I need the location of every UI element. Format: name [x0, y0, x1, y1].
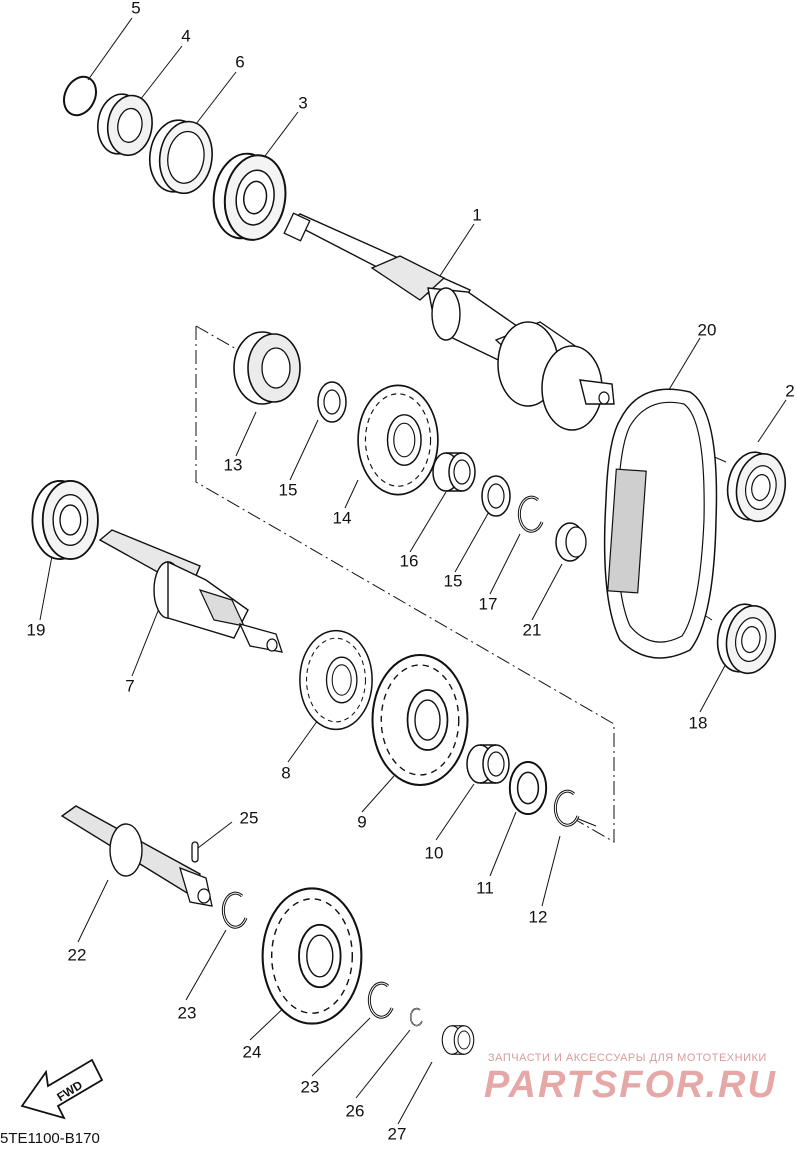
frame-top — [195, 325, 239, 351]
callout-22: 22 — [67, 945, 87, 965]
bearing-19 — [31, 479, 99, 561]
gear-24 — [261, 887, 363, 1025]
callout-1: 1 — [472, 205, 482, 225]
bearing-18 — [711, 599, 782, 679]
callout-16: 16 — [399, 551, 419, 571]
circlip-23b — [367, 981, 394, 1019]
shaft-22 — [60, 805, 213, 907]
assembly-frame — [195, 326, 615, 843]
gear-14 — [357, 384, 439, 496]
callout-2: 2 — [785, 381, 795, 401]
bearing-3 — [207, 148, 292, 245]
circlip-23a — [221, 891, 248, 929]
callout-7: 7 — [125, 676, 135, 696]
main-axle-shaft-1 — [283, 212, 615, 431]
watermark-brand: PARTSFOR.RU — [484, 1064, 777, 1106]
callout-18: 18 — [688, 713, 708, 733]
watermark-tagline: ЗАПЧАСТИ И АКСЕССУАРЫ ДЛЯ МОТОТЕХНИКИ — [488, 1052, 767, 1064]
bearing-2 — [721, 447, 792, 527]
gear-8 — [299, 629, 373, 731]
callout-20: 20 — [697, 320, 717, 340]
needle-bearing-10 — [466, 744, 510, 784]
circlip-17 — [517, 495, 544, 533]
callout-27: 27 — [387, 1124, 407, 1144]
washer-15b — [481, 475, 511, 517]
dog-clutch-13 — [233, 331, 301, 405]
needle-bearing-16 — [432, 452, 476, 492]
bearing-27 — [441, 1025, 475, 1055]
washer-15a — [317, 381, 347, 423]
callout-11: 11 — [476, 878, 494, 898]
drawing-code: 5TE1100-B170 — [0, 1130, 100, 1147]
callout-10: 10 — [424, 843, 444, 863]
circlip-26 — [409, 1007, 423, 1027]
callout-23b: 23 — [300, 1077, 320, 1097]
oil-seal-4 — [97, 93, 153, 157]
callout-15a: 15 — [278, 480, 298, 500]
callout-15b: 15 — [443, 571, 463, 591]
countershaft-7 — [98, 529, 283, 653]
gear-9 — [371, 654, 469, 786]
callout-13: 13 — [223, 455, 243, 475]
collar-6 — [148, 119, 213, 195]
callout-14: 14 — [332, 508, 352, 528]
callout-17: 17 — [478, 594, 498, 614]
callout-21: 21 — [522, 620, 542, 640]
callout-6: 6 — [235, 52, 245, 72]
collar-21 — [555, 522, 587, 562]
callout-9: 9 — [357, 812, 367, 832]
callout-8: 8 — [281, 763, 291, 783]
dowel-pin-25 — [191, 841, 199, 863]
circlip-12 — [553, 789, 580, 827]
callout-24: 24 — [242, 1042, 262, 1062]
fwd-arrow-icon — [20, 1058, 104, 1120]
callout-5: 5 — [131, 0, 141, 18]
callout-19: 19 — [26, 620, 46, 640]
callout-26: 26 — [345, 1101, 365, 1121]
callout-4: 4 — [181, 26, 191, 46]
callout-23a: 23 — [177, 1003, 197, 1023]
chain-20 — [603, 388, 718, 659]
callout-3: 3 — [298, 93, 308, 113]
callout-25: 25 — [239, 808, 259, 828]
callout-12: 12 — [528, 907, 548, 927]
o-ring-5 — [62, 75, 98, 117]
washer-11 — [508, 761, 548, 815]
